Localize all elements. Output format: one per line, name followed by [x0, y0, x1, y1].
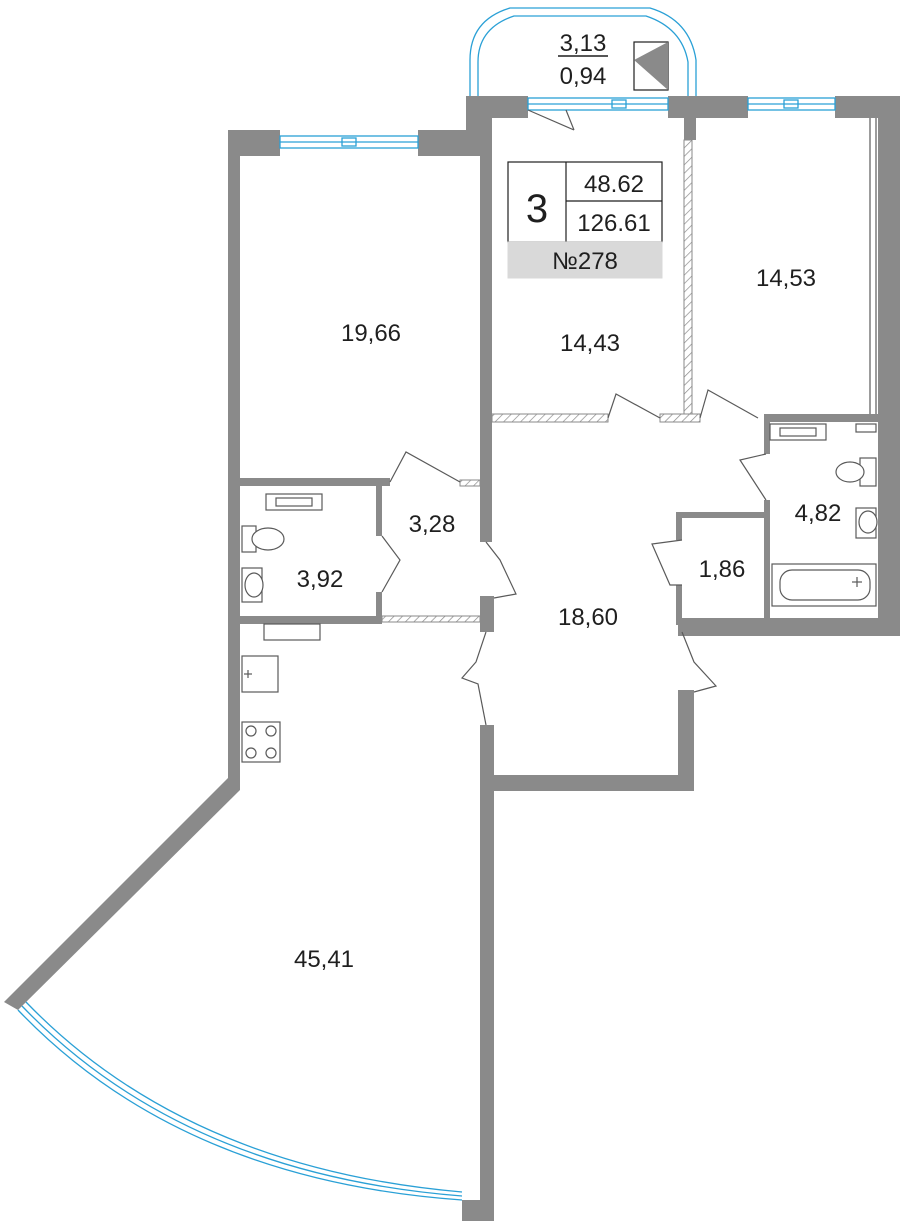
windows — [17, 7, 836, 1201]
room-storage-area: 1,86 — [699, 556, 746, 583]
room-kitchen-living-area: 45,41 — [294, 946, 354, 973]
doors — [381, 109, 767, 726]
room-bedroom-right-area: 14,53 — [756, 265, 816, 292]
balcony-area-reduced: 0,94 — [560, 63, 607, 90]
room-hall-small-area: 3,28 — [409, 511, 456, 538]
balcony-coefficient-icon — [633, 41, 669, 91]
exterior-walls — [4, 96, 900, 1221]
balcony-area-full: 3,13 — [560, 30, 607, 57]
living-area: 48.62 — [584, 171, 644, 198]
apartment-number: №278 — [552, 248, 618, 275]
room-bedroom-middle-area: 14,43 — [560, 330, 620, 357]
room-labels: 19,66 14,43 14,53 3,28 3,92 18,60 1,86 4… — [294, 265, 841, 973]
room-hall-main-area: 18,60 — [558, 604, 618, 631]
total-area: 126.61 — [577, 210, 650, 237]
room-bathroom-left-area: 3,92 — [297, 566, 344, 593]
interior-walls — [240, 118, 878, 636]
room-bedroom-left-area: 19,66 — [341, 320, 401, 347]
rooms-count: 3 — [526, 187, 548, 231]
apartment-summary: 3 48.62 126.61 №278 — [507, 161, 663, 279]
room-bathroom-right-area: 4,82 — [795, 500, 842, 527]
fixtures — [241, 423, 878, 763]
balcony-label: 3,13 0,94 — [558, 30, 669, 91]
